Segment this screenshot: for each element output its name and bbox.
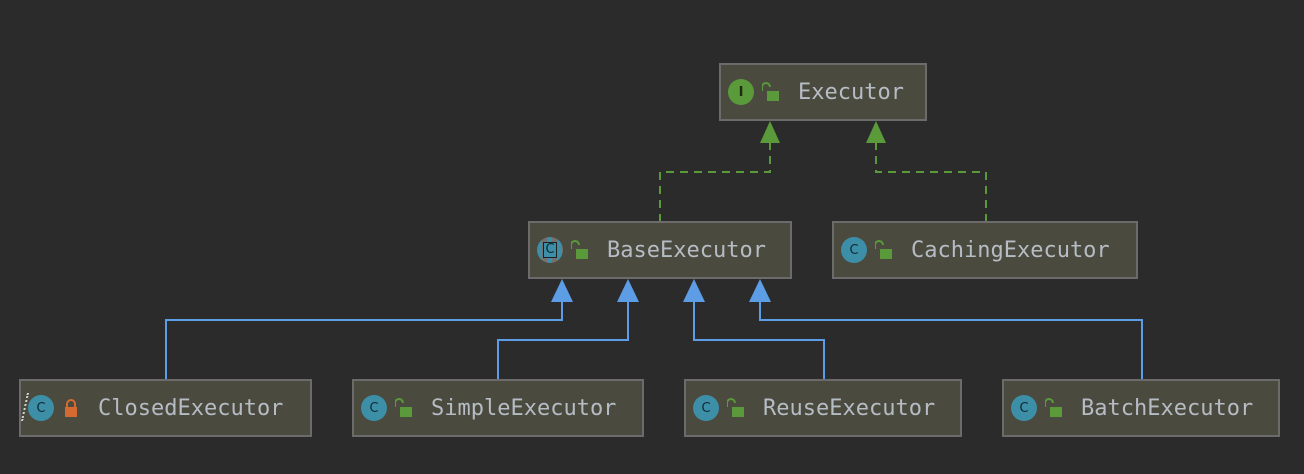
node-label: CachingExecutor (911, 237, 1110, 263)
node-label: BatchExecutor (1081, 395, 1254, 421)
class-icon: C (1011, 395, 1037, 421)
edge-batch-extends-base (759, 300, 1143, 380)
node-batch-executor[interactable]: C BatchExecutor (1002, 379, 1280, 437)
extends-arrowhead (551, 279, 573, 302)
node-label: ClosedExecutor (98, 395, 284, 421)
extends-arrowhead (683, 279, 705, 302)
edge-caching-implements-executor (875, 142, 987, 222)
node-caching-executor[interactable]: C CachingExecutor (832, 221, 1138, 279)
unlocked-icon (395, 398, 412, 417)
edge-base-implements-executor (659, 142, 771, 222)
unlocked-icon (571, 240, 588, 259)
extends-arrowhead (617, 279, 639, 302)
extends-arrowhead (749, 279, 771, 302)
implements-arrowhead (760, 121, 780, 143)
anonymous-class-icon: C (28, 395, 54, 421)
unlocked-icon (762, 82, 779, 101)
unlocked-icon (1045, 398, 1062, 417)
unlocked-icon (727, 398, 744, 417)
node-reuse-executor[interactable]: C ReuseExecutor (684, 379, 962, 437)
unlocked-icon (875, 240, 892, 259)
edge-closed-extends-base (165, 300, 563, 380)
node-simple-executor[interactable]: C SimpleExecutor (352, 379, 644, 437)
class-icon: C (693, 395, 719, 421)
edge-simple-extends-base (497, 300, 629, 380)
class-icon: C (361, 395, 387, 421)
node-closed-executor[interactable]: C ClosedExecutor (19, 379, 312, 437)
node-label: BaseExecutor (607, 237, 766, 263)
locked-icon (65, 399, 77, 417)
node-label: Executor (798, 79, 904, 105)
node-label: ReuseExecutor (763, 395, 936, 421)
node-executor[interactable]: I Executor (719, 63, 927, 121)
node-label: SimpleExecutor (431, 395, 617, 421)
edge-reuse-extends-base (693, 300, 825, 380)
implements-arrowhead (866, 121, 886, 143)
class-icon: C (841, 237, 867, 263)
interface-icon: I (728, 79, 754, 105)
node-base-executor[interactable]: C BaseExecutor (528, 221, 792, 279)
abstract-class-icon: C (537, 237, 563, 263)
